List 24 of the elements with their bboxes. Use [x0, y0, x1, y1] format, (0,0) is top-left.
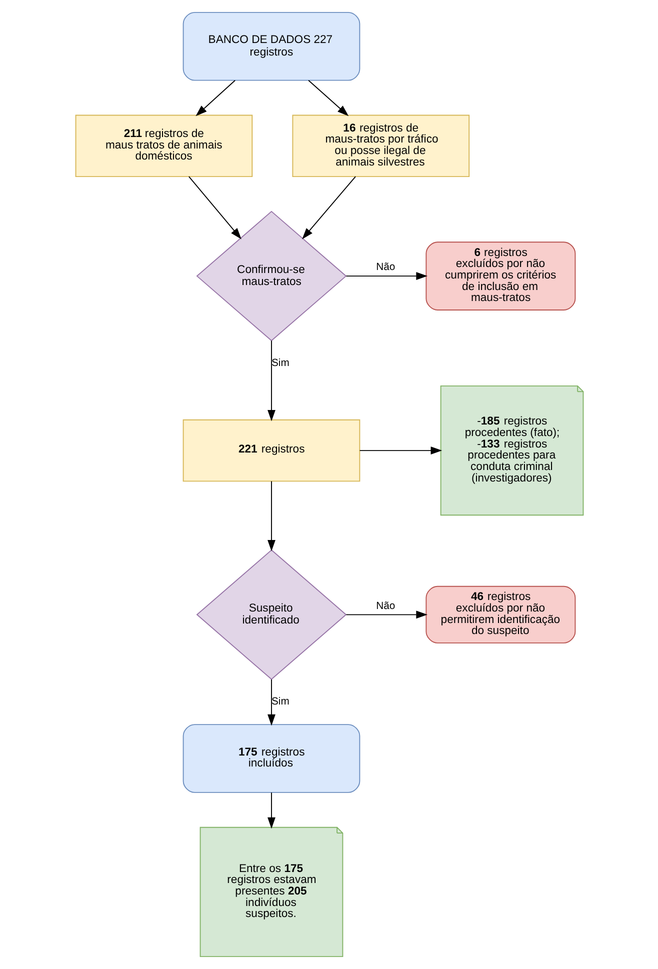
arrow: [195, 80, 236, 116]
node-box: 221 registros: [182, 419, 360, 482]
arrow: [302, 176, 356, 240]
arrow: [267, 679, 275, 726]
edge-label: Sim: [270, 696, 289, 708]
arrow: [345, 272, 427, 280]
edge-label: Não: [376, 262, 395, 274]
arrow: [267, 792, 275, 829]
arrow: [188, 176, 241, 240]
edge-label: Não: [376, 600, 395, 612]
arrow: [308, 80, 348, 116]
node-box: 175 registros incluídos: [182, 724, 360, 793]
node-box: 16 registros de maus-tratos por tráfico ou posse ilegal de animais silvestres: [292, 114, 470, 178]
node-box: 211 registros de maus tratos de animais domésticos: [74, 114, 252, 178]
node-box: 46 registros excluídos por não permitirem identificação do suspeito: [425, 586, 576, 644]
node-box: 6 registros excluídos por não cumprirem os critérios de inclusão em maus-tratos: [425, 242, 576, 310]
arrow: [358, 446, 442, 455]
arrow: [267, 480, 275, 552]
node-box: BANCO DE DADOS 227 registros: [182, 12, 360, 81]
node-diamond: Confirmou-se maus-tratos: [196, 210, 346, 342]
arrow: [267, 340, 275, 422]
node-diamond: Suspeito identificado: [196, 549, 346, 680]
edge-label: Sim: [270, 358, 289, 369]
arrow: [345, 610, 427, 619]
